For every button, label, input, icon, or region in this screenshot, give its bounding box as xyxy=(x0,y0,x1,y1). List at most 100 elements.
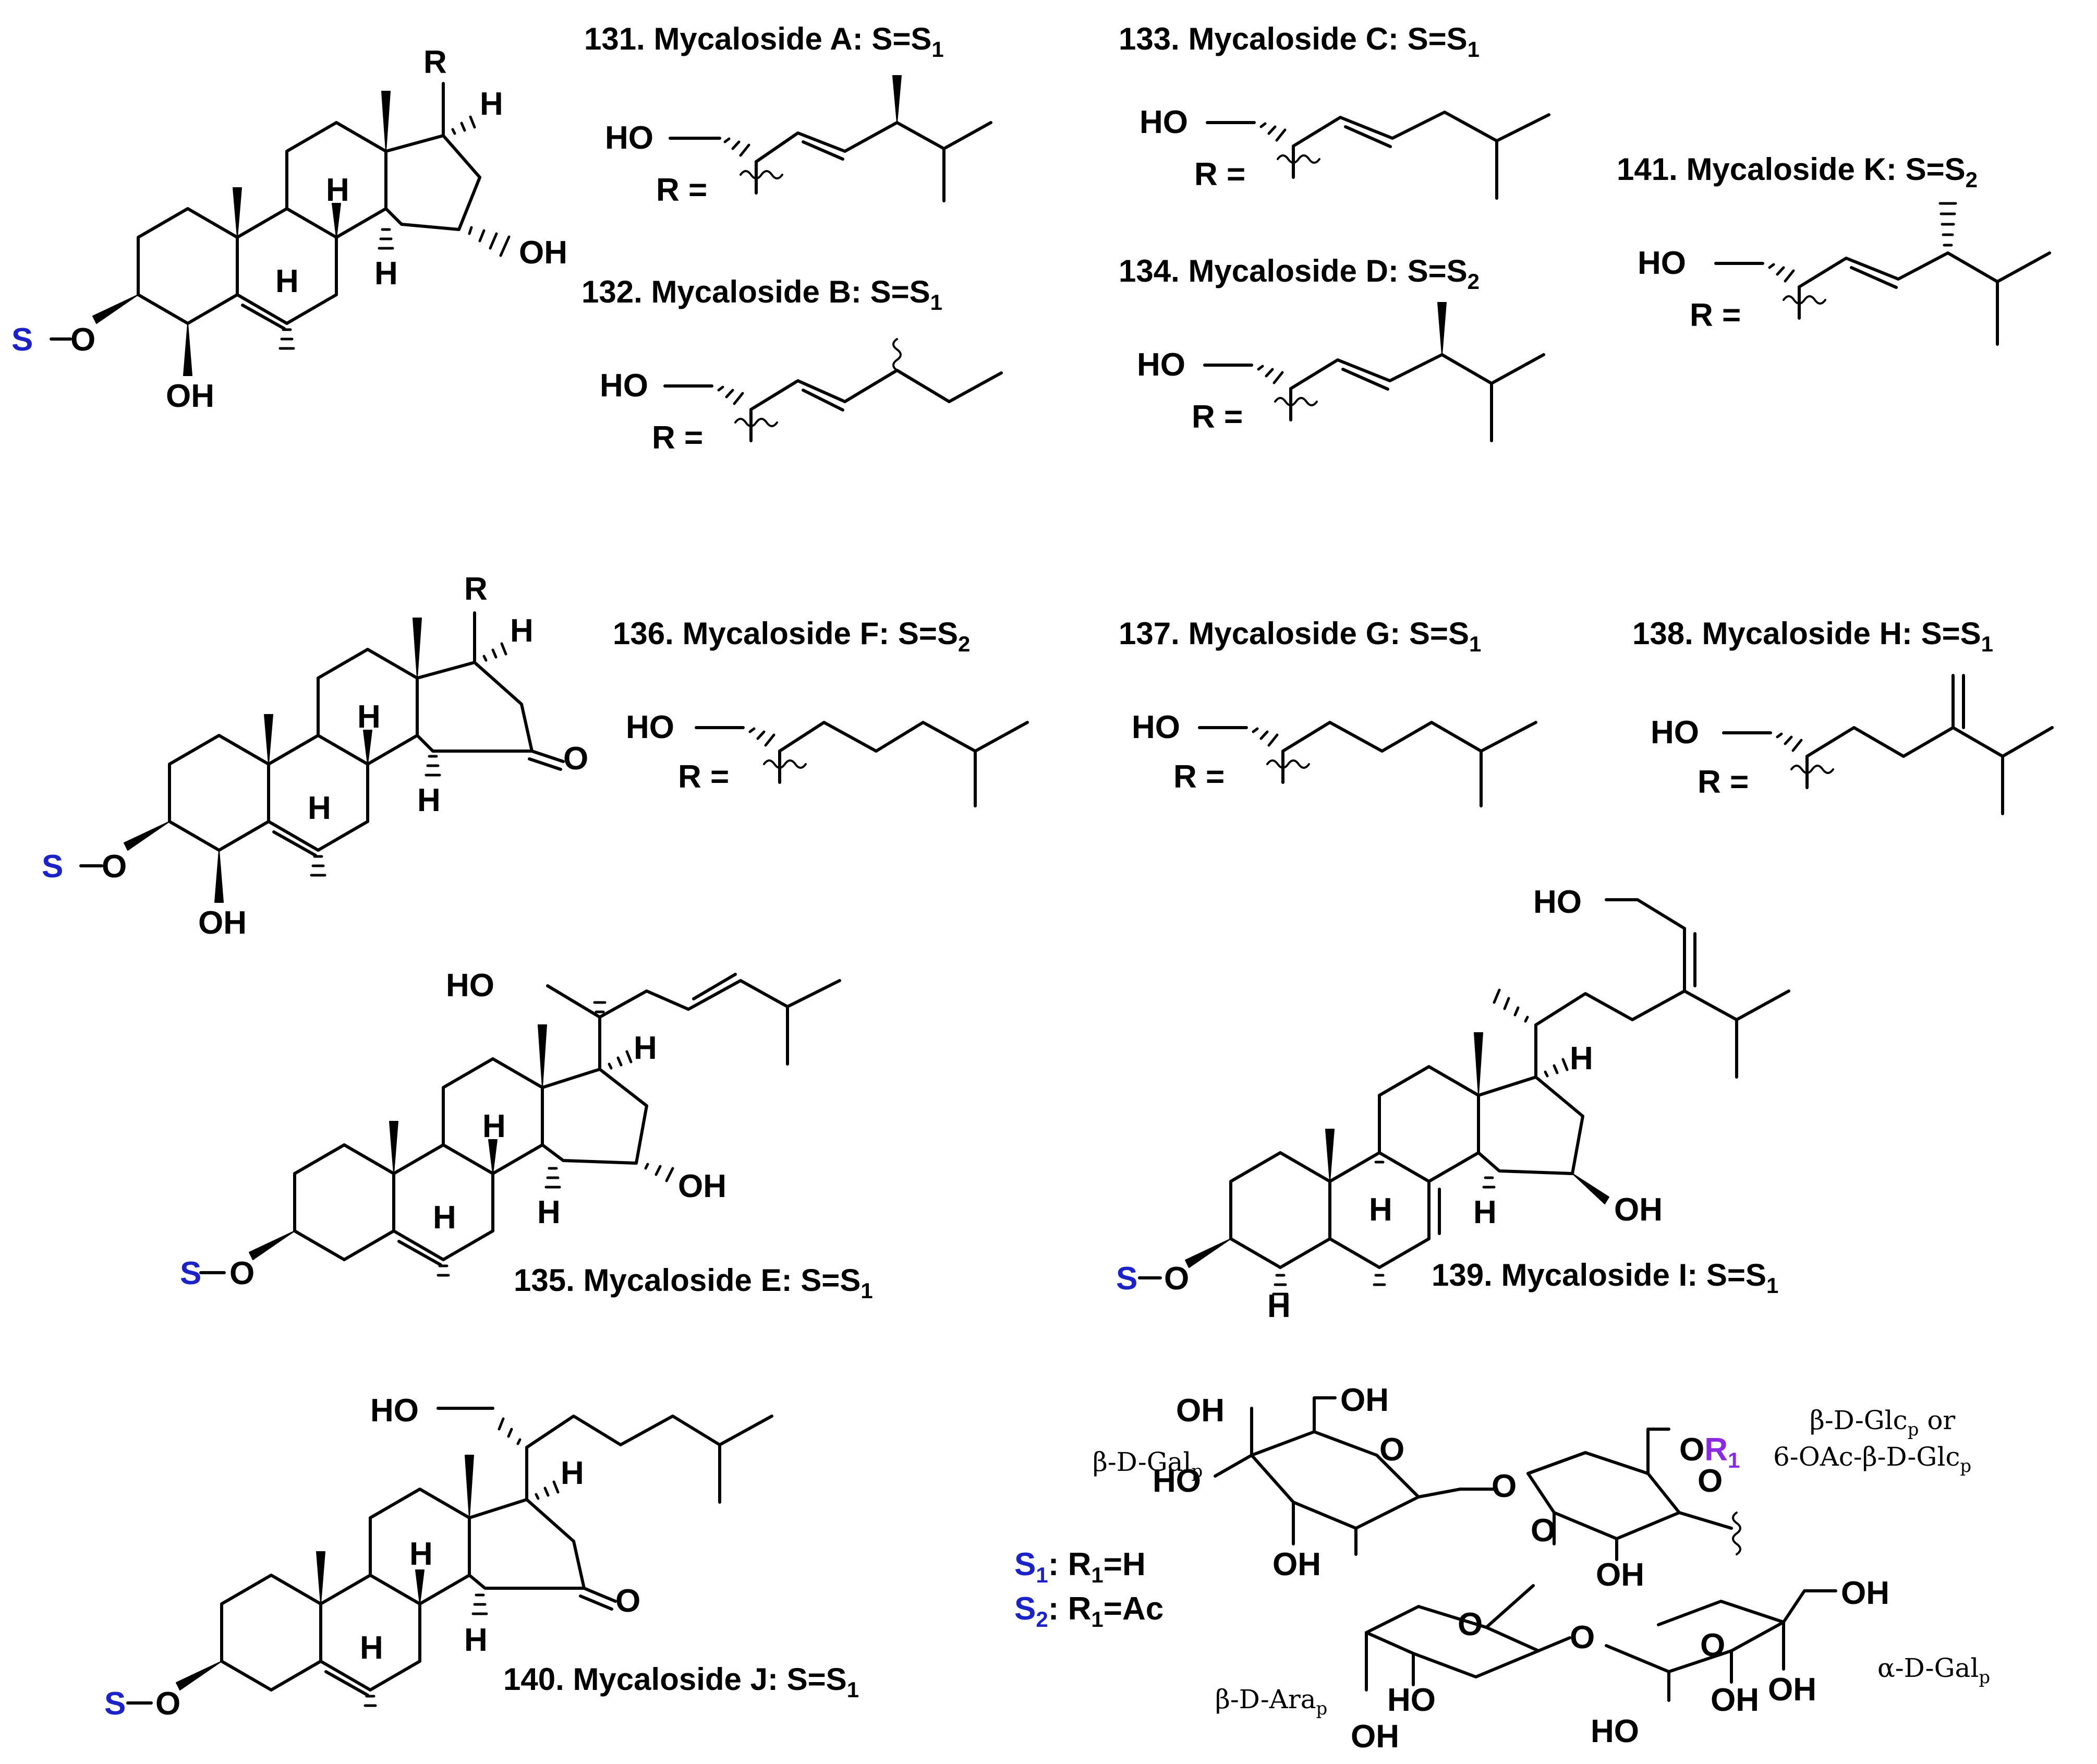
r-equals-label: R = xyxy=(678,759,729,795)
side-chain-136 xyxy=(695,721,1029,807)
r-equals-label: R = xyxy=(1173,759,1225,795)
atom-ho: HO xyxy=(370,1393,419,1429)
s-substituent-label: S xyxy=(104,1686,126,1722)
side-chain-137 xyxy=(1198,721,1537,807)
side-chain-132 xyxy=(663,338,1003,442)
structure-140 xyxy=(126,1407,773,1707)
atom-ho: HO xyxy=(446,968,494,1004)
r-equals-label: R = xyxy=(1690,297,1741,333)
structure-135 xyxy=(199,973,841,1277)
compound-134-label: 134. Mycaloside D: S=S2 xyxy=(1119,253,1480,294)
atom-h: H xyxy=(357,699,381,735)
atom-h: H xyxy=(1369,1192,1392,1228)
atom-h: H xyxy=(510,613,534,649)
atom-h: H xyxy=(537,1194,561,1230)
atom-o: O xyxy=(155,1686,180,1722)
atom-ho: HO xyxy=(1533,884,1582,920)
atom-ho: HO xyxy=(1137,347,1185,383)
side-chain-134 xyxy=(1203,302,1545,442)
atom-o: O xyxy=(1570,1620,1595,1656)
legend-s1: S1: R1=H xyxy=(1014,1546,1146,1587)
atom-o: O xyxy=(1531,1513,1556,1549)
sugar-label-ara: β-D-Arap xyxy=(1215,1684,1327,1719)
atom-h: H xyxy=(464,1622,488,1658)
structure-139 xyxy=(1138,898,1790,1296)
atom-h: H xyxy=(374,256,398,292)
r-equals-label: R = xyxy=(1194,156,1245,192)
atom-o: O xyxy=(615,1583,640,1619)
r-equals-label: R = xyxy=(652,420,703,456)
atom-ho: HO xyxy=(605,120,653,156)
compound-139-label: 139. Mycaloside I: S=S1 xyxy=(1432,1258,1778,1298)
side-chain-133 xyxy=(1206,111,1550,200)
atom-h: H xyxy=(1570,1041,1593,1077)
side-chain-141 xyxy=(1714,202,2051,346)
atom-o: O xyxy=(1458,1606,1483,1642)
atom-ho: HO xyxy=(1638,245,1686,281)
s-substituent-label: S xyxy=(42,849,63,885)
atom-ho: HO xyxy=(600,368,648,404)
atom-ho: HO xyxy=(1387,1682,1436,1718)
atom-h: H xyxy=(409,1536,433,1572)
atom-oh: OH xyxy=(1841,1575,1889,1611)
atom-oh: OH xyxy=(678,1168,726,1204)
atom-h: H xyxy=(634,1030,657,1066)
r-equals-label: R = xyxy=(1698,764,1749,800)
atom-o: O xyxy=(1164,1261,1189,1297)
compound-141-label: 141. Mycaloside K: S=S2 xyxy=(1617,152,1978,192)
atom-oh: OH xyxy=(1596,1557,1644,1593)
atom-h: H xyxy=(360,1630,383,1666)
atom-o: O xyxy=(1492,1468,1517,1504)
atom-h: H xyxy=(417,782,441,818)
atom-oh: OH xyxy=(1340,1382,1389,1418)
atom-o: O xyxy=(1700,1627,1725,1663)
atom-oh: OH xyxy=(166,378,214,414)
sugar-label-glc-ac: 6-OAc-β-D-Glcp xyxy=(1773,1442,1971,1477)
atom-ho: HO xyxy=(1591,1713,1639,1749)
atom-or1: OR1 xyxy=(1679,1432,1740,1472)
compound-131-label: 131. Mycaloside A: S=S1 xyxy=(584,21,944,62)
atom-oh: OH xyxy=(519,235,567,271)
sugar-label-gal: β-D-Galp xyxy=(1093,1447,1203,1482)
r-equals-label: R = xyxy=(656,172,707,208)
oligosaccharide xyxy=(1214,1396,1837,1702)
atom-oh: OH xyxy=(1768,1672,1816,1708)
sugar-label-agal: α-D-Galp xyxy=(1877,1653,1990,1688)
atom-ho: HO xyxy=(1651,715,1699,751)
atom-h: H xyxy=(480,86,503,122)
atom-oh: OH xyxy=(1711,1682,1759,1718)
atom-h: H xyxy=(308,790,331,826)
atom-oh: OH xyxy=(1176,1393,1225,1429)
s-substituent-label: S xyxy=(11,322,33,358)
atom-h: H xyxy=(1267,1288,1291,1324)
r-equals-label: R = xyxy=(1192,399,1243,435)
compound-138-label: 138. Mycaloside H: S=S1 xyxy=(1632,616,1993,656)
compound-132-label: 132. Mycaloside B: S=S1 xyxy=(581,274,942,315)
compound-137-label: 137. Mycaloside G: S=S1 xyxy=(1119,616,1481,656)
side-chain-131 xyxy=(669,75,992,202)
atom-o: O xyxy=(1379,1432,1404,1468)
atom-o: O xyxy=(1698,1463,1723,1499)
atom-oh: OH xyxy=(1351,1719,1399,1755)
atom-oh: OH xyxy=(198,905,247,941)
steroid-core-top xyxy=(50,82,511,376)
compound-133-label: 133. Mycaloside C: S=S1 xyxy=(1119,21,1480,62)
steroid-core-middle xyxy=(79,611,565,903)
atom-o: O xyxy=(229,1255,254,1291)
atom-h: H xyxy=(561,1455,584,1491)
compound-136-label: 136. Mycaloside F: S=S2 xyxy=(613,616,970,656)
side-chain-138 xyxy=(1722,674,2054,815)
compound-135-label: 135. Mycaloside E: S=S1 xyxy=(514,1263,873,1303)
sugar-label-glc: β-D-Glcp or xyxy=(1810,1405,1955,1440)
atom-h: H xyxy=(1473,1194,1497,1230)
atom-h: H xyxy=(482,1108,506,1144)
atom-ho: HO xyxy=(626,709,674,745)
atom-oh: OH xyxy=(1272,1546,1321,1582)
legend-s2: S2: R1=Ac xyxy=(1014,1591,1163,1632)
atom-o: O xyxy=(563,741,588,777)
atom-h: H xyxy=(275,263,299,299)
atom-o: O xyxy=(102,849,127,885)
atom-oh: OH xyxy=(1614,1192,1663,1228)
atom-ho: HO xyxy=(1153,1463,1201,1499)
atom-ho: HO xyxy=(1140,104,1188,140)
